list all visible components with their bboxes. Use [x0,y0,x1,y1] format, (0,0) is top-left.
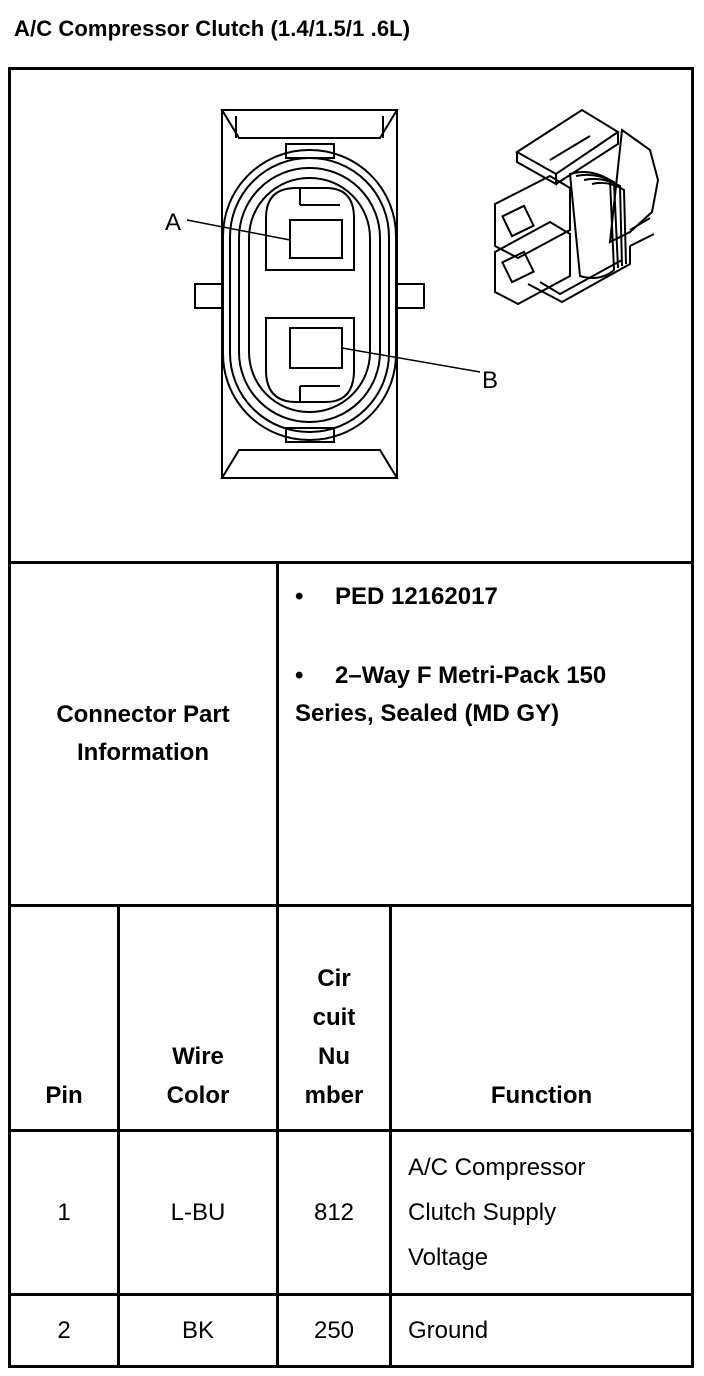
figure-bottom-border [8,561,694,564]
header-circuit-number: Cir cuit Nu mber [304,965,364,1109]
page-title: A/C Compressor Clutch (1.4/1.5/1 .6L) [14,16,411,41]
row1-bottom-border [8,1293,694,1296]
connector-info-bullet-1: •PED 12162017 [295,583,498,610]
row-1-function: A/C Compressor Clutch Supply Voltage [408,1154,586,1271]
bullet-icon: • [295,583,304,610]
header-bottom-border [8,1129,694,1132]
pin-a-label: A [165,209,181,236]
row-2-circuit: 250 [313,1317,355,1344]
header-pin: Pin [45,1082,83,1109]
table-left-border [8,67,11,1368]
info-bottom-border [8,904,694,907]
bullet-icon: • [295,662,304,689]
row-1-circuit: 812 [313,1199,355,1226]
connector-info-divider [276,561,279,1368]
row-2-function: Ground [408,1317,489,1344]
row-1-wire-color: L-BU [170,1199,226,1226]
table-top-border [8,67,694,70]
table-bottom-border [8,1365,694,1368]
header-wire-color: Wire Color [166,1043,230,1109]
connector-info-bullet-2: •2–Way F Metri-Pack 150 Series, Sealed (… [295,657,625,733]
row-2-pin: 2 [57,1317,71,1344]
connector-info-label: Connector Part Information [56,701,230,766]
circuit-column-divider [389,904,392,1368]
row-1-pin: 1 [57,1199,71,1226]
table-right-border [691,67,694,1368]
connector-diagram: A B [165,108,660,479]
pin-b-label: B [482,367,498,394]
row-2-wire-color: BK [181,1317,214,1344]
pin-column-divider [117,904,120,1368]
header-function: Function [490,1082,593,1109]
